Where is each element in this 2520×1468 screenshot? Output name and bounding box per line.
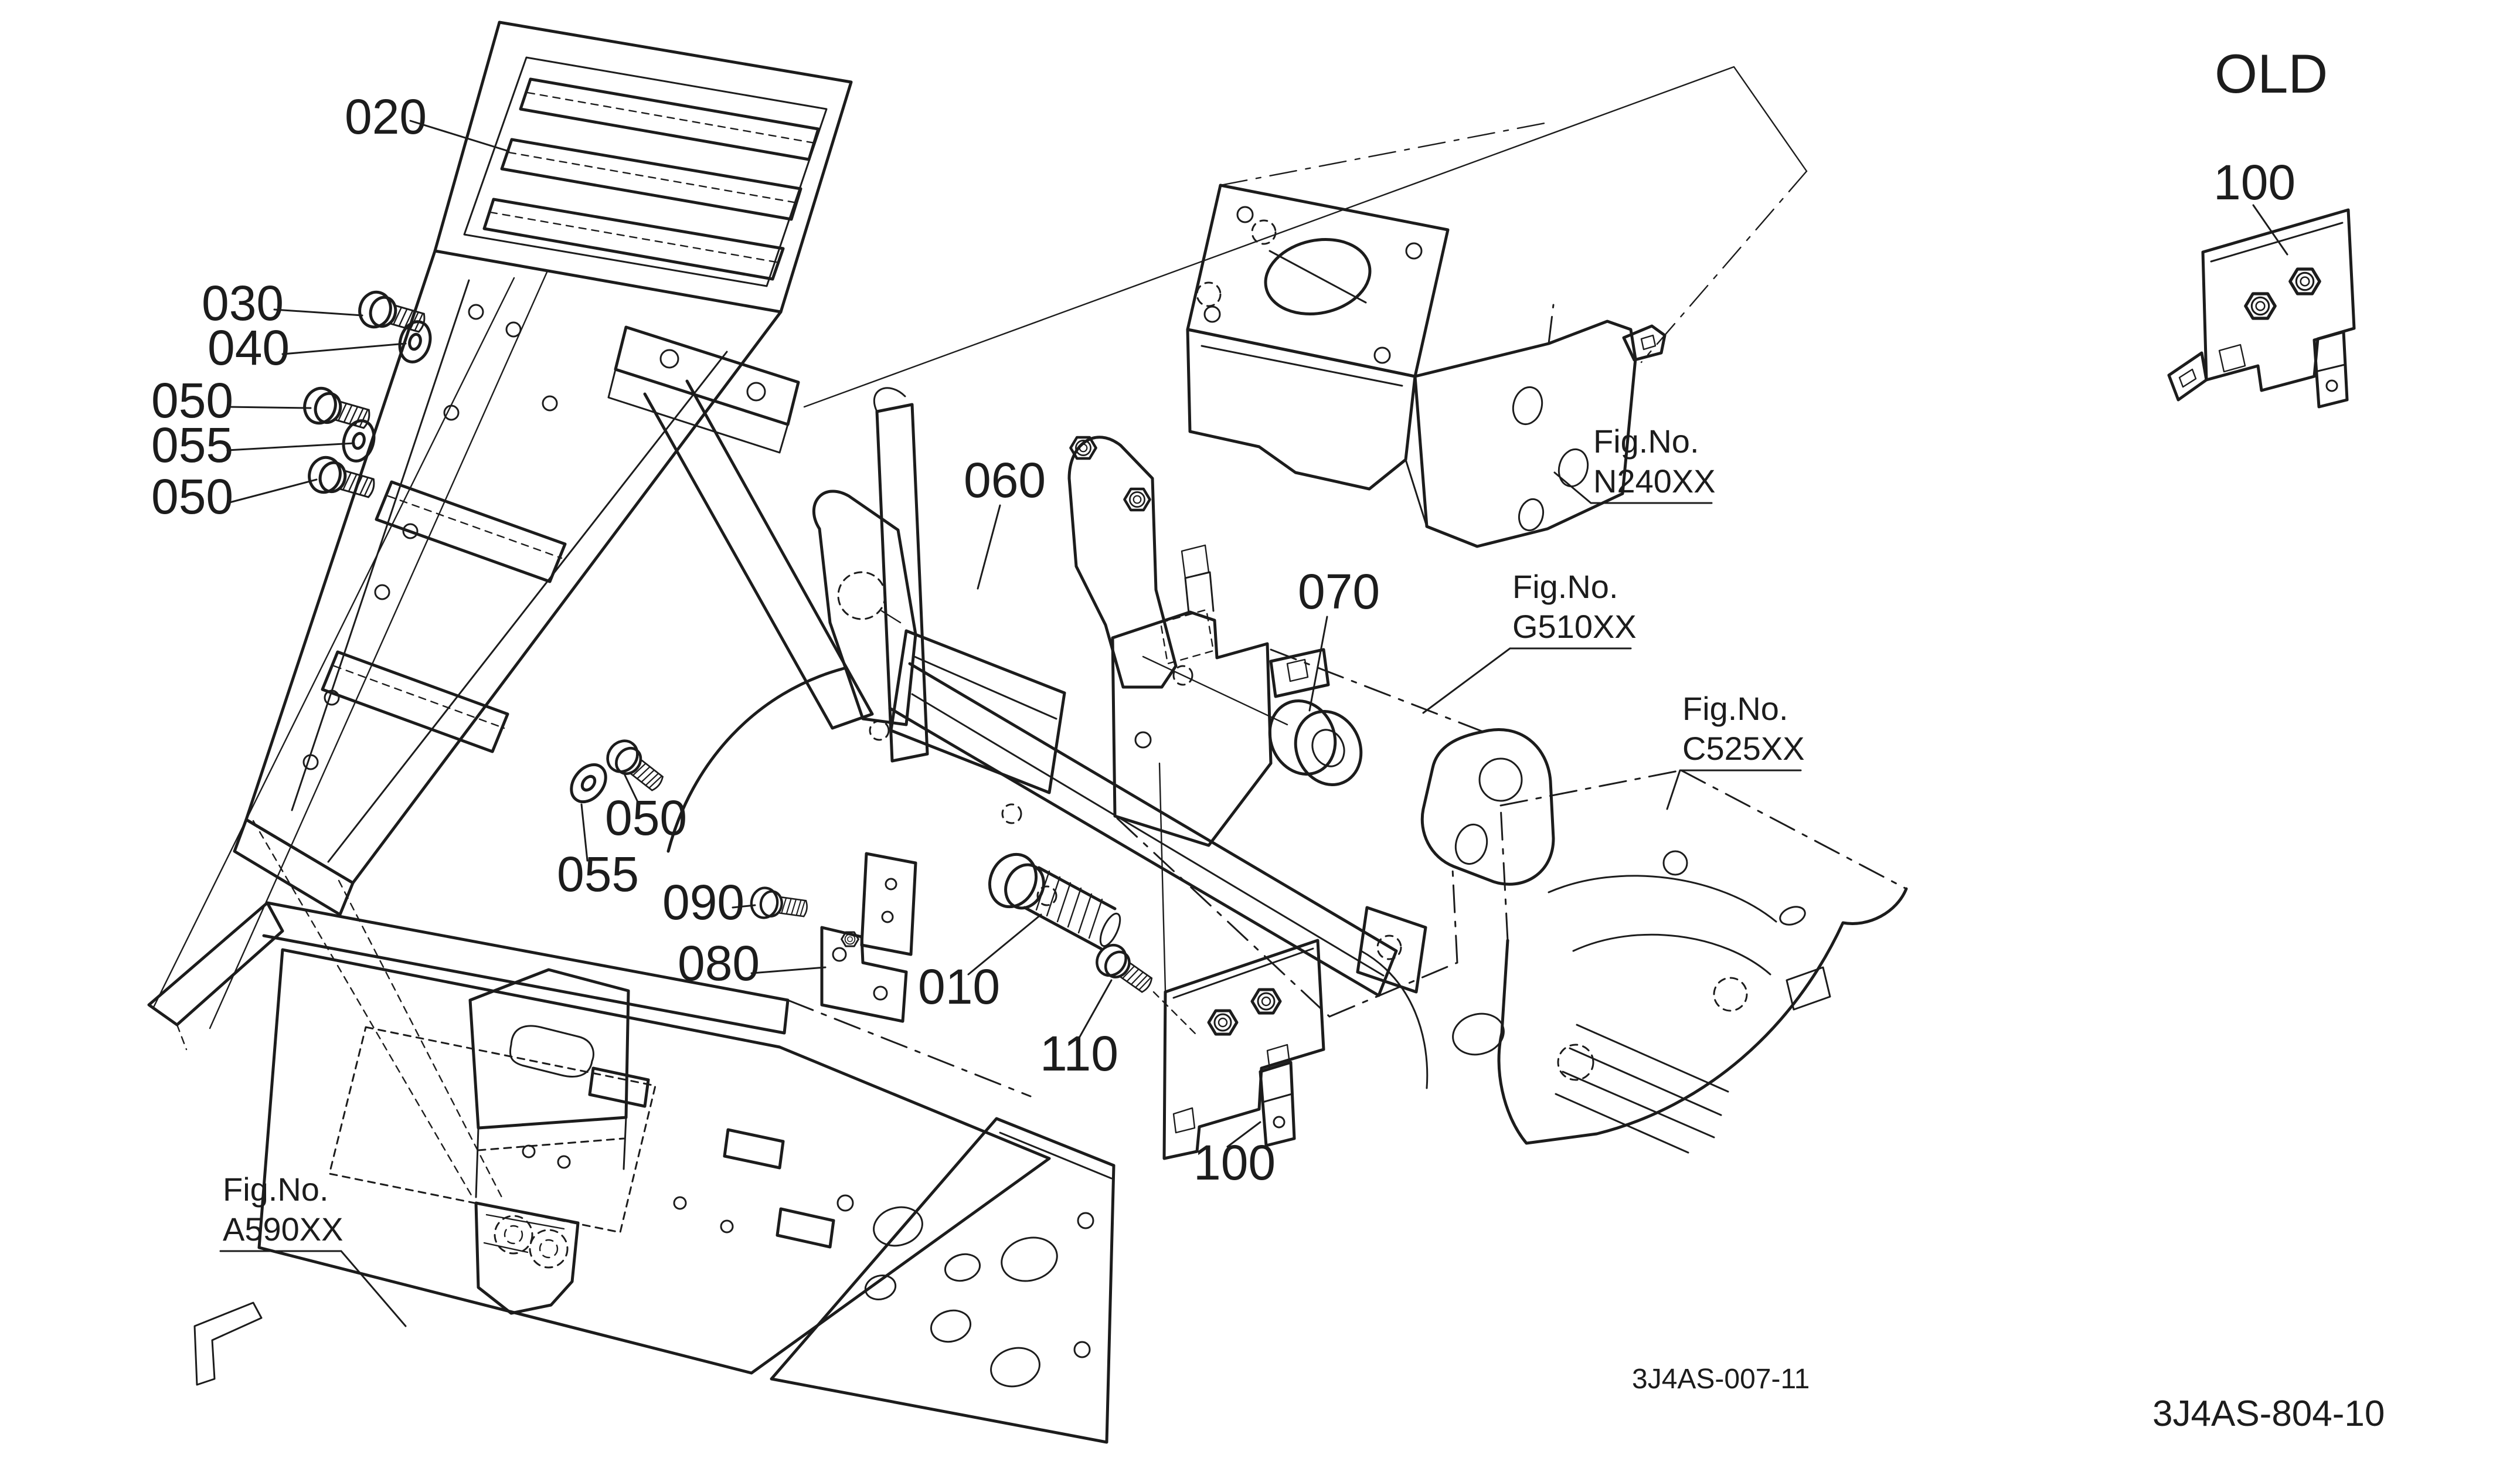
fig-ref-c525-code[interactable]: C525XX — [1682, 730, 1805, 767]
chassis-frame-drawing — [147, 820, 1116, 1444]
leader-050-left-lower — [226, 478, 318, 504]
leader-lines — [219, 120, 2288, 1327]
part-label-070[interactable]: 070 — [1298, 564, 1380, 619]
fig-ref-g510-code[interactable]: G510XX — [1512, 608, 1637, 645]
part-label-050-mid[interactable]: 050 — [605, 790, 687, 845]
old-bracket-100-drawing — [2167, 208, 2356, 409]
leader-050-left-upper — [226, 406, 312, 409]
part-label-030[interactable]: 030 — [202, 276, 284, 331]
part-label-055-mid[interactable]: 055 — [557, 847, 639, 902]
leader-100 — [1226, 1121, 1261, 1148]
fig-ref-n240-prefix: Fig.No. — [1593, 423, 1699, 460]
leader-055-left — [226, 442, 355, 451]
part-label-080[interactable]: 080 — [678, 936, 760, 991]
bracket-100-drawing — [1158, 762, 1325, 1160]
fig-ref-g510-prefix: Fig.No. — [1512, 568, 1618, 605]
leader-fig-n240 — [1553, 471, 1713, 504]
part-label-040[interactable]: 040 — [208, 320, 290, 375]
fig-n240-bracket-drawing — [1186, 184, 1667, 548]
figure-references: Fig.No. N240XX Fig.No. G510XX Fig.No. C5… — [223, 423, 1805, 1248]
part-label-090[interactable]: 090 — [662, 875, 744, 930]
leader-fig-g510 — [1422, 647, 1632, 714]
part-label-055-left[interactable]: 055 — [151, 417, 233, 473]
leader-040 — [281, 342, 407, 355]
drawing-codes: 3J4AS-007-11 3J4AS-804-10 — [1632, 1364, 2385, 1434]
step-assembly-020-drawing — [152, 21, 1808, 1029]
leader-fig-c525 — [1666, 769, 1802, 810]
support-weldment-060-drawing — [666, 387, 1427, 997]
leader-055-mid — [580, 803, 589, 862]
part-label-110[interactable]: 110 — [1040, 1026, 1118, 1081]
leader-090 — [732, 904, 756, 909]
bracket-080-drawing — [820, 852, 917, 1023]
leader-030 — [273, 308, 363, 317]
leader-020 — [409, 120, 510, 152]
leader-050-mid — [623, 772, 640, 806]
leader-fig-a590 — [219, 1250, 407, 1327]
part-label-050-left-upper[interactable]: 050 — [151, 373, 233, 428]
fig-ref-n240-code[interactable]: N240XX — [1593, 463, 1716, 499]
fig-g510-panel-drawing — [1111, 544, 1555, 1018]
sheet-code: 3J4AS-804-10 — [2152, 1394, 2385, 1434]
fig-c525-fender-drawing — [1360, 769, 1908, 1154]
leader-010 — [967, 913, 1042, 976]
old-marker-label: OLD — [2215, 43, 2328, 104]
drawing-ref-code: 3J4AS-007-11 — [1632, 1364, 1810, 1395]
part-label-010[interactable]: 010 — [918, 959, 1000, 1014]
bushing-070-drawing — [1268, 699, 1363, 786]
leader-060 — [977, 504, 1001, 590]
leader-100-old — [2252, 204, 2288, 256]
callout-labels: 020 030 040 050 055 050 060 070 050 055 … — [151, 43, 2328, 1190]
part-label-100[interactable]: 100 — [1193, 1135, 1276, 1190]
part-label-060[interactable]: 060 — [964, 453, 1046, 508]
part-label-050-left-lower[interactable]: 050 — [151, 469, 233, 524]
fig-ref-a590-code[interactable]: A590XX — [223, 1211, 344, 1248]
fig-ref-a590-prefix: Fig.No. — [223, 1171, 329, 1208]
leader-070 — [1308, 616, 1328, 712]
fasteners-mid-drawing — [564, 735, 1198, 1037]
fig-ref-c525-prefix: Fig.No. — [1682, 690, 1788, 727]
part-label-100-old[interactable]: 100 — [2213, 155, 2295, 210]
leader-110 — [1077, 979, 1113, 1040]
leader-080 — [750, 966, 827, 974]
part-label-020[interactable]: 020 — [345, 89, 427, 144]
